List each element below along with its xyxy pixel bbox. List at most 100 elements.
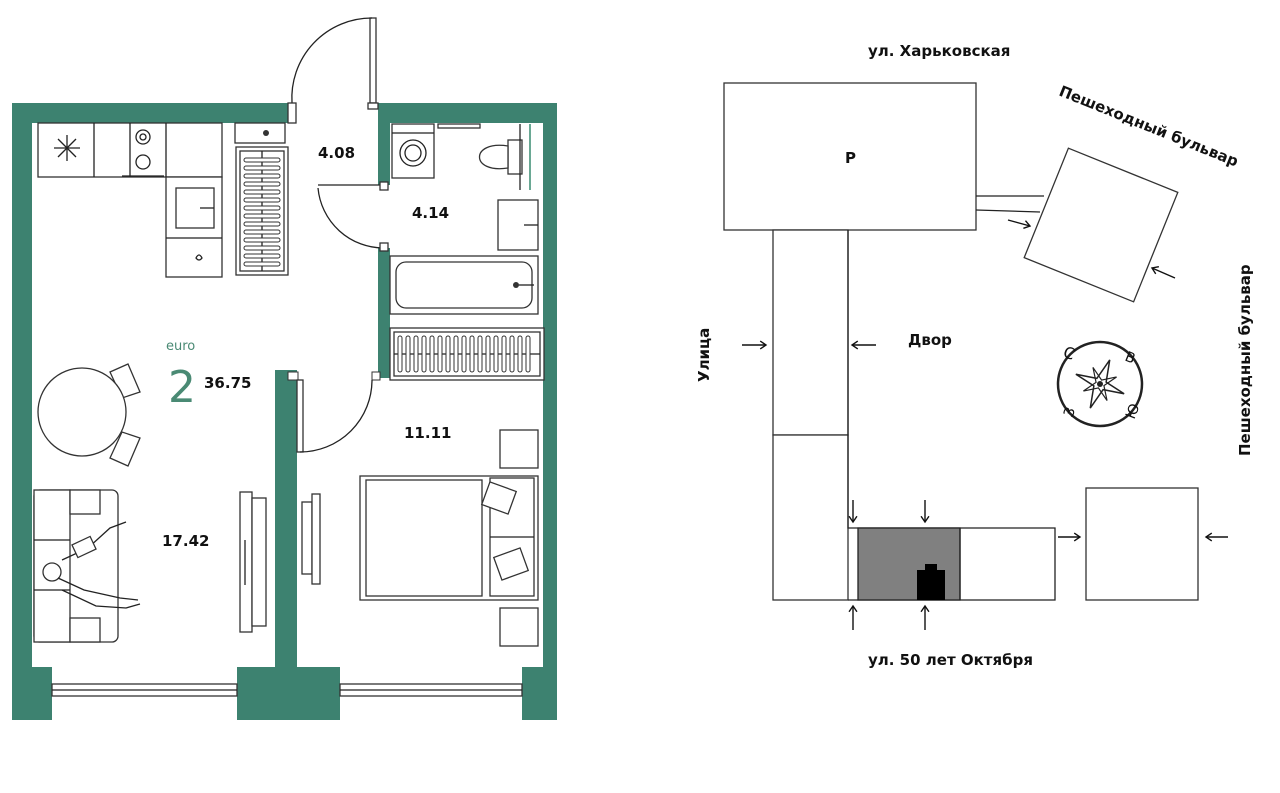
partition-bath-mid <box>378 248 390 378</box>
hanger <box>243 197 281 203</box>
bed-icon <box>359 475 539 601</box>
total-area-label: 36.75 <box>204 374 251 392</box>
boulevard-building <box>1023 147 1179 303</box>
hanger <box>243 189 281 195</box>
living-area-label: 17.42 <box>162 532 209 550</box>
bedroom-door <box>296 379 373 453</box>
toilet-icon <box>479 124 531 190</box>
hanger <box>469 335 475 373</box>
door-jamb <box>371 371 381 381</box>
arrow-icon <box>1204 532 1228 542</box>
entrance-marker-icon <box>917 564 945 600</box>
building-column <box>772 229 1056 601</box>
arrow-icon <box>920 604 930 630</box>
wardrobe-bedroom <box>389 327 545 381</box>
wall-bottom-right <box>522 667 557 720</box>
compass-north: С <box>1061 342 1078 364</box>
nightstand-bottom <box>499 607 539 647</box>
hanger <box>485 335 491 373</box>
boulevard-connector <box>975 195 1044 213</box>
kitchen-sink-icon <box>175 187 215 229</box>
hanger <box>525 335 531 373</box>
hanger <box>405 335 411 373</box>
window-living <box>51 683 238 697</box>
arrow-icon <box>742 340 768 350</box>
partition-bath-top <box>378 103 390 185</box>
hanger <box>397 335 403 373</box>
door-jamb <box>287 371 299 381</box>
hanger <box>243 253 281 259</box>
hanger <box>493 335 499 373</box>
bathtub-icon <box>389 255 539 315</box>
wall-bottom-left <box>12 667 52 720</box>
hanger <box>517 335 523 373</box>
bath-area-label: 4.14 <box>412 204 449 222</box>
arrow-icon <box>920 500 930 524</box>
hanger <box>429 335 435 373</box>
wall-top-left <box>12 103 292 123</box>
wall-right <box>543 103 557 720</box>
street-boulevard-right: Пешеходный бульвар <box>1236 264 1254 456</box>
hanger <box>421 335 427 373</box>
hanger <box>243 165 281 171</box>
arrow-icon <box>1007 219 1032 229</box>
arrow-icon <box>848 604 858 630</box>
stove-icon <box>122 129 164 177</box>
arrow-icon <box>1058 532 1082 542</box>
hanger <box>243 205 281 211</box>
arrow-icon <box>1150 265 1176 279</box>
hanger <box>243 261 281 267</box>
dining-table-icon <box>37 363 141 467</box>
apartment-type-label: euro <box>166 339 195 354</box>
compass-south: Ю <box>1123 401 1144 421</box>
room-count-label: 2 <box>168 362 196 413</box>
washing-machine-icon <box>391 123 481 179</box>
hanger <box>243 237 281 243</box>
wall-top-right <box>378 103 556 123</box>
tv-bedroom <box>301 493 321 585</box>
hanger <box>509 335 515 373</box>
bath-sink-icon <box>497 199 539 251</box>
hanger <box>243 229 281 235</box>
compass-west: З <box>1061 405 1079 419</box>
street-left: Улица <box>695 328 713 382</box>
wardrobe-hall <box>235 146 289 276</box>
site-plan: P С В Ю З <box>695 42 1254 669</box>
hanger <box>501 335 507 373</box>
courtyard-label: Двор <box>908 331 952 349</box>
wall-left <box>12 103 32 720</box>
parking-label: P <box>845 149 856 167</box>
street-top: ул. Харьковская <box>868 42 1010 60</box>
hanger <box>243 221 281 227</box>
compass-icon: С В Ю З <box>1056 340 1144 428</box>
hanger <box>477 335 483 373</box>
parking-building <box>723 82 977 231</box>
arrow-icon <box>848 500 858 524</box>
hanger <box>243 173 281 179</box>
right-building <box>1085 487 1199 601</box>
hanger <box>243 157 281 163</box>
drop-icon <box>195 254 203 261</box>
hanger <box>243 245 281 251</box>
sofa-icon <box>33 489 119 643</box>
street-bottom: ул. 50 лет Октября <box>868 651 1033 669</box>
access-arrows <box>742 219 1228 630</box>
window-bedroom <box>339 683 523 697</box>
floor-plan: euro 2 36.75 4.08 4.14 11.11 17.42 <box>12 17 557 720</box>
hanger <box>445 335 451 373</box>
tv-living <box>239 491 267 633</box>
compass-east: В <box>1123 349 1138 367</box>
hanger <box>413 335 419 373</box>
hanger <box>437 335 443 373</box>
bedroom-area-label: 11.11 <box>404 424 451 442</box>
hanger <box>243 213 281 219</box>
hanger <box>453 335 459 373</box>
boiler-icon <box>234 122 286 144</box>
person-reading-icon <box>42 521 141 609</box>
arrow-icon <box>850 340 876 350</box>
hanger <box>243 181 281 187</box>
hanger <box>461 335 467 373</box>
entrance-door <box>287 17 379 124</box>
fridge-icon <box>54 135 80 161</box>
